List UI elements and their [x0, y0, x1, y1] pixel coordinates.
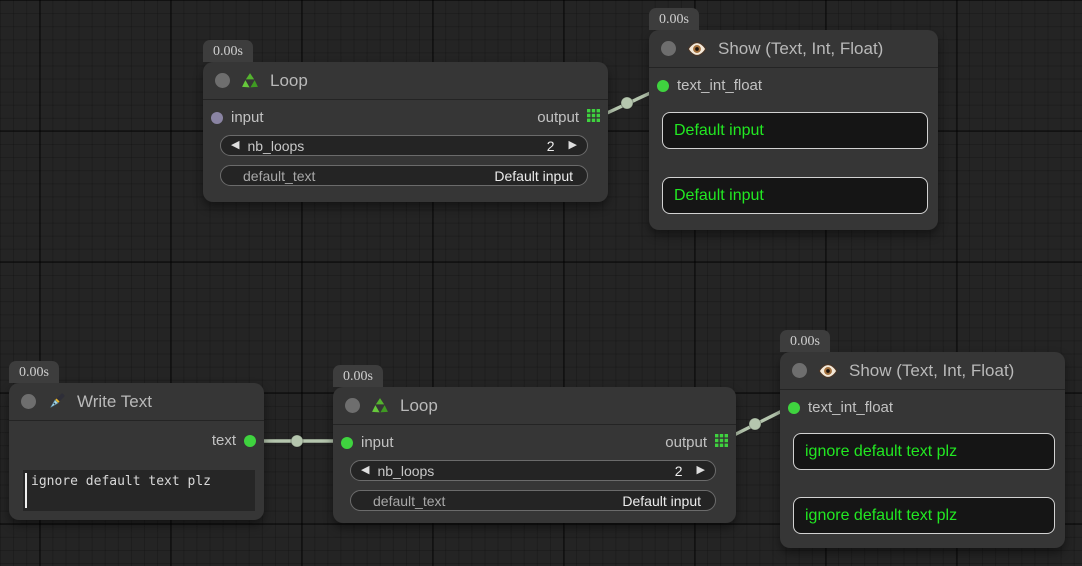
collapse-toggle[interactable]	[661, 41, 676, 56]
pen-icon	[46, 391, 67, 412]
node-show-bottom[interactable]: 0.00s Show (Text, Int, Float) text_int_f…	[780, 330, 1065, 548]
collapse-toggle[interactable]	[215, 73, 230, 88]
wire-midpoint-dot[interactable]	[290, 434, 304, 448]
node-title-bar[interactable]: Loop	[333, 387, 736, 425]
widget-value: Default input	[494, 167, 573, 184]
node-title: Loop	[400, 395, 438, 415]
widget-name: nb_loops	[377, 462, 435, 479]
input-socket[interactable]	[657, 79, 669, 92]
execution-time-badge: 0.00s	[649, 8, 699, 30]
node-show-top[interactable]: 0.00s Show (Text, Int, Float) text_int_f…	[649, 8, 938, 230]
output-slot[interactable]: output	[537, 109, 600, 126]
output-socket[interactable]	[244, 434, 256, 447]
show-value-box[interactable]: Default input	[662, 112, 928, 149]
nb-loops-stepper[interactable]: ◀ nb_loops 2 ▶	[350, 460, 716, 481]
collapse-toggle[interactable]	[21, 394, 36, 409]
wire-midpoint-dot[interactable]	[748, 417, 762, 431]
input-slot-label: text_int_float	[677, 77, 763, 94]
recycle-icon	[370, 396, 390, 416]
widget-name: default_text	[373, 492, 446, 509]
increment-arrow[interactable]: ▶	[568, 139, 577, 151]
input-socket[interactable]	[788, 401, 800, 414]
output-slot[interactable]: text	[212, 432, 256, 449]
node-title-bar[interactable]: Show (Text, Int, Float)	[649, 30, 938, 68]
node-title: Show (Text, Int, Float)	[849, 360, 1015, 380]
text-input[interactable]: ignore default text plz	[23, 470, 255, 511]
output-slot[interactable]: output	[665, 434, 728, 451]
grid-output-socket[interactable]	[587, 109, 600, 126]
eye-icon	[686, 41, 708, 57]
input-slot[interactable]: input	[211, 109, 264, 126]
increment-arrow[interactable]: ▶	[696, 464, 705, 476]
show-value-box[interactable]: Default input	[662, 177, 928, 214]
node-title: Show (Text, Int, Float)	[718, 38, 884, 58]
widget-value: 2	[674, 462, 683, 479]
show-value-box[interactable]: ignore default text plz	[793, 497, 1055, 534]
output-slot-label: output	[537, 109, 579, 126]
node-loop-bottom[interactable]: 0.00s Loop input output	[333, 365, 736, 523]
decrement-arrow[interactable]: ◀	[361, 464, 370, 476]
eye-icon	[817, 363, 839, 379]
input-slot[interactable]: input	[341, 434, 394, 451]
node-loop-top[interactable]: 0.00s Loop input output	[203, 40, 608, 202]
show-value-box[interactable]: ignore default text plz	[793, 433, 1055, 470]
input-slot[interactable]: text_int_float	[788, 399, 893, 416]
output-slot-label: output	[665, 434, 707, 451]
execution-time-badge: 0.00s	[9, 361, 59, 383]
node-title: Loop	[270, 70, 308, 90]
collapse-toggle[interactable]	[345, 398, 360, 413]
input-slot-label: text_int_float	[808, 399, 894, 416]
node-title-bar[interactable]: Loop	[203, 62, 608, 100]
widget-value: Default input	[622, 492, 701, 509]
input-slot-label: input	[231, 109, 264, 126]
recycle-icon	[240, 71, 260, 91]
node-title-bar[interactable]: Write Text	[9, 383, 264, 421]
node-write-text[interactable]: 0.00s Write Text text	[9, 361, 264, 520]
widget-name: default_text	[243, 167, 316, 184]
node-title: Write Text	[77, 391, 152, 411]
output-slot-label: text	[211, 432, 236, 449]
execution-time-badge: 0.00s	[780, 330, 830, 352]
node-title-bar[interactable]: Show (Text, Int, Float)	[780, 352, 1065, 390]
input-socket[interactable]	[211, 111, 223, 124]
execution-time-badge: 0.00s	[203, 40, 253, 62]
default-text-widget[interactable]: default_text Default input	[220, 165, 588, 186]
grid-output-socket[interactable]	[715, 434, 728, 451]
widget-value: 2	[546, 137, 555, 154]
text-caret	[25, 473, 27, 508]
default-text-widget[interactable]: default_text Default input	[350, 490, 716, 511]
wire-midpoint-dot[interactable]	[620, 96, 634, 110]
input-socket[interactable]	[341, 436, 353, 449]
input-slot[interactable]: text_int_float	[657, 77, 762, 94]
decrement-arrow[interactable]: ◀	[231, 139, 240, 151]
nb-loops-stepper[interactable]: ◀ nb_loops 2 ▶	[220, 135, 588, 156]
widget-name: nb_loops	[247, 137, 305, 154]
execution-time-badge: 0.00s	[333, 365, 383, 387]
text-widget[interactable]: ignore default text plz	[23, 470, 255, 511]
collapse-toggle[interactable]	[792, 363, 807, 378]
input-slot-label: input	[361, 434, 394, 451]
